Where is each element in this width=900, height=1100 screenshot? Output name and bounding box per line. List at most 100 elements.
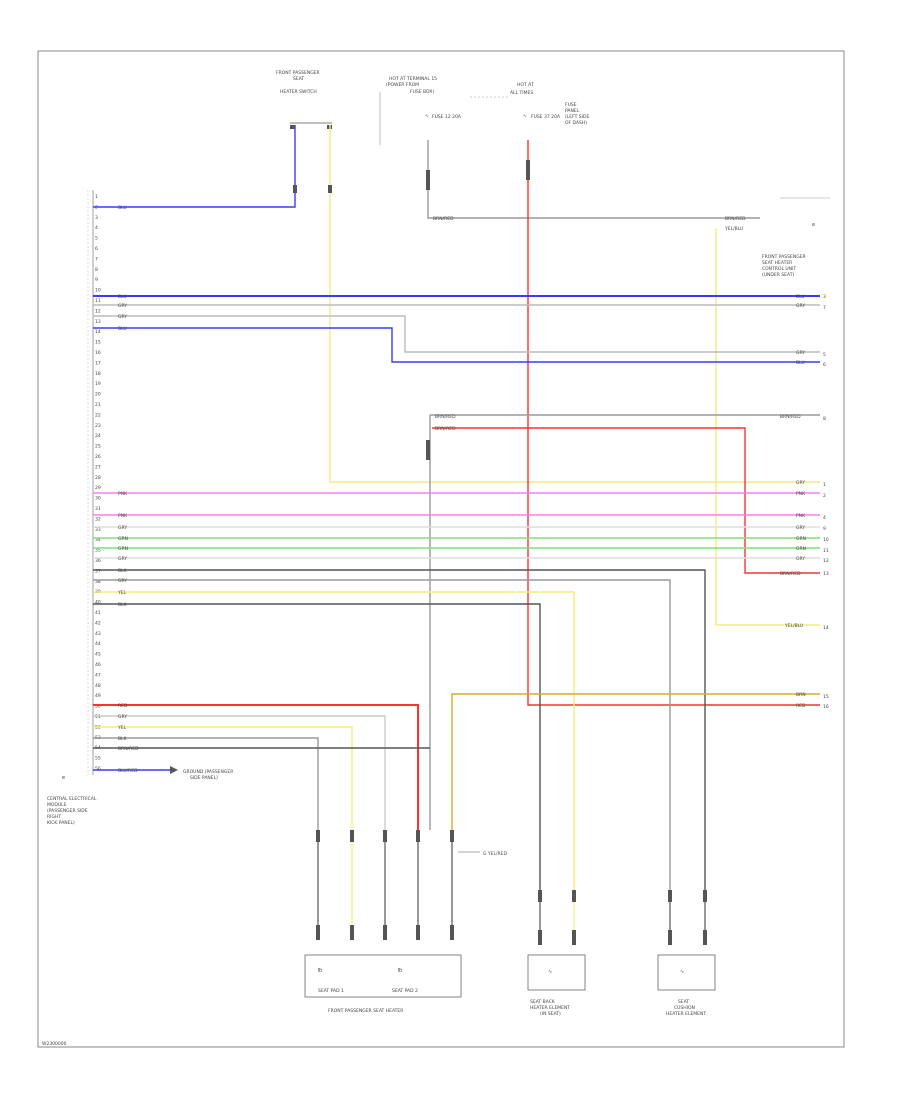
svg-text:PNK: PNK	[118, 491, 128, 497]
pin-number: 11	[95, 298, 101, 304]
svg-text:BRN/RED: BRN/RED	[435, 414, 456, 420]
pin-number: 26	[95, 454, 101, 460]
svg-text:∿: ∿	[523, 114, 527, 119]
svg-text:(UNDER SEAT): (UNDER SEAT)	[762, 272, 794, 278]
pin-number: 40	[95, 600, 101, 606]
svg-text:1: 1	[823, 482, 826, 488]
backrest-component: ∿ SEAT BACK HEATER ELEMENT (IN SEAT)	[527, 954, 586, 1017]
svg-text:SEAT PAD 2: SEAT PAD 2	[392, 988, 418, 994]
svg-text:3: 3	[823, 294, 826, 300]
svg-text:BRN/RED: BRN/RED	[433, 216, 454, 222]
svg-text:PNK: PNK	[796, 513, 806, 519]
right-pin-numbers: 3 7 5 6 8 1 2 4 9 10 11 12 13 14 15 16	[823, 294, 829, 710]
connector-markers	[293, 160, 707, 945]
svg-text:YEL: YEL	[117, 590, 127, 596]
svg-text:2: 2	[823, 493, 826, 499]
svg-text:BLK: BLK	[118, 568, 128, 574]
footer-code: W2300000	[42, 1041, 67, 1047]
svg-text:SEAT BACK: SEAT BACK	[530, 999, 556, 1005]
pin-number: 21	[95, 402, 101, 408]
svg-text:6: 6	[823, 362, 826, 368]
svg-text:FRONT PASSENGER SEAT HEATER: FRONT PASSENGER SEAT HEATER	[328, 1008, 403, 1014]
svg-text:GRY: GRY	[796, 480, 805, 486]
svg-text:9: 9	[823, 526, 826, 532]
svg-text:HEATER ELEMENT: HEATER ELEMENT	[666, 1011, 706, 1017]
svg-text:GRN: GRN	[796, 536, 806, 542]
svg-text:℔: ℔	[318, 968, 322, 974]
pin-number: 32	[95, 516, 101, 522]
pin-number: 5	[95, 236, 98, 242]
svg-text:SIDE PANEL): SIDE PANEL)	[190, 775, 218, 781]
pin-number: 13	[95, 319, 101, 325]
svg-text:FRONT PASSENGER: FRONT PASSENGER	[762, 254, 806, 260]
pin-number: 41	[95, 610, 101, 616]
svg-text:CENTRAL ELECTRICAL: CENTRAL ELECTRICAL	[47, 796, 97, 802]
pin-number: 7	[95, 256, 98, 262]
svg-text:FUSE 37 20A: FUSE 37 20A	[531, 114, 561, 120]
pin-number: 25	[95, 444, 101, 450]
svg-text:RED: RED	[118, 703, 128, 709]
svg-text:BRN/RED: BRN/RED	[118, 746, 139, 752]
right-module-label: e FRONT PASSENGER SEAT HEATER CONTROL UN…	[762, 197, 830, 278]
svg-text:KICK PANEL): KICK PANEL)	[47, 820, 75, 826]
pin-number: 47	[95, 672, 101, 678]
pin-number: 38	[95, 579, 101, 585]
svg-text:RED: RED	[796, 703, 806, 709]
cushion-component: ∿ SEAT CUSHION HEATER ELEMENT	[657, 954, 716, 1017]
pin-number: 19	[95, 381, 101, 387]
svg-text:℔: ℔	[398, 968, 402, 974]
pin-number: 9	[95, 277, 98, 283]
pin-number: 16	[95, 350, 101, 356]
svg-text:e: e	[62, 775, 65, 781]
pin-number: 15	[95, 340, 101, 346]
svg-text:YEL/BLU: YEL/BLU	[784, 623, 803, 629]
pin-number: 17	[95, 360, 101, 366]
pin-number: 34	[95, 537, 101, 543]
svg-text:OF DASH): OF DASH)	[565, 120, 587, 126]
svg-text:FUSE BOX): FUSE BOX)	[410, 89, 434, 95]
pin-number: 30	[95, 496, 101, 502]
svg-text:SEAT: SEAT	[293, 76, 304, 82]
svg-text:CONTROL UNIT: CONTROL UNIT	[762, 266, 796, 272]
pin-number: 55	[95, 756, 101, 762]
pin-number: 46	[95, 662, 101, 668]
svg-text:FRONT PASSENGER: FRONT PASSENGER	[276, 70, 320, 76]
pin-number: 36	[95, 558, 101, 564]
pin-number: 18	[95, 371, 101, 377]
svg-text:YEL/BLU: YEL/BLU	[724, 226, 743, 232]
svg-text:HOT AT TERMINAL 15: HOT AT TERMINAL 15	[389, 76, 437, 82]
svg-text:GRY: GRY	[118, 303, 127, 309]
pin-number: 37	[95, 568, 101, 574]
pin-number: 1	[95, 194, 98, 200]
pin-number: 50	[95, 704, 101, 710]
svg-text:SEAT HEATER: SEAT HEATER	[762, 260, 792, 266]
svg-text:GRY: GRY	[796, 303, 805, 309]
svg-text:SEAT PAD 1: SEAT PAD 1	[318, 988, 344, 994]
pin-number: 20	[95, 392, 101, 398]
svg-text:GRY: GRY	[796, 350, 805, 356]
pin-number: 3	[95, 215, 98, 221]
svg-text:∿: ∿	[680, 969, 684, 975]
pin-number: 28	[95, 475, 101, 481]
left-module-label: e CENTRAL ELECTRICAL MODULE (PASSENGER S…	[47, 775, 97, 826]
svg-text:BLU: BLU	[796, 294, 805, 300]
svg-text:13: 13	[823, 571, 829, 577]
pin-number: 8	[95, 267, 98, 273]
svg-text:14: 14	[823, 625, 829, 631]
svg-text:GRN: GRN	[118, 536, 128, 542]
pin-number: 44	[95, 641, 101, 647]
svg-text:RIGHT: RIGHT	[47, 814, 61, 820]
svg-text:(PASSENGER SIDE: (PASSENGER SIDE	[47, 808, 88, 814]
pin-number: 45	[95, 652, 101, 658]
svg-text:GRN: GRN	[796, 546, 806, 552]
svg-text:PANEL: PANEL	[565, 108, 580, 114]
svg-text:16: 16	[823, 704, 829, 710]
svg-text:GRY: GRY	[118, 578, 127, 584]
pin-number: 6	[95, 246, 98, 252]
svg-text:GRY: GRY	[796, 556, 805, 562]
pin-number: 4	[95, 225, 98, 231]
svg-text:ALL TIMES: ALL TIMES	[510, 90, 533, 96]
pin-number: 31	[95, 506, 101, 512]
svg-text:FUSE 12 20A: FUSE 12 20A	[432, 114, 462, 120]
svg-text:BRN: BRN	[796, 692, 806, 698]
